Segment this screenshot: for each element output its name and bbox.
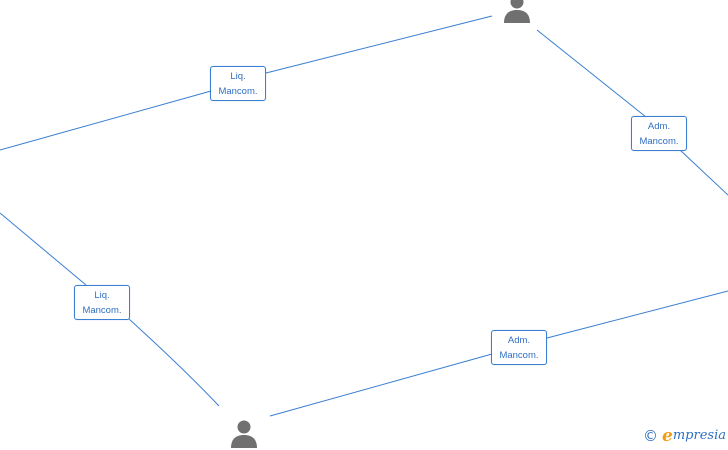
empresia-watermark: © e mpresia bbox=[643, 426, 726, 446]
edge-line-2b bbox=[679, 149, 728, 196]
edge-line-1b bbox=[265, 15, 493, 74]
person-node-bottom[interactable] bbox=[229, 418, 259, 448]
edge-label-line1: Adm. bbox=[647, 121, 671, 132]
person-icon bbox=[504, 0, 530, 23]
edge-label-line1: Adm. bbox=[507, 335, 531, 346]
copyright-symbol: © bbox=[643, 427, 659, 445]
edge-label-line2: Mancom. bbox=[82, 305, 122, 316]
edge-label-line1: Liq. bbox=[230, 71, 246, 82]
edge-line-4 bbox=[269, 353, 493, 417]
edge-line-3 bbox=[0, 212, 87, 286]
edge-label-liq-mancom-left[interactable]: Liq. Mancom. bbox=[74, 285, 130, 320]
brand-initial: e bbox=[662, 426, 673, 446]
brand-logo: e mpresia bbox=[662, 426, 726, 446]
brand-rest: mpresia bbox=[672, 428, 726, 443]
edge-label-adm-mancom-right[interactable]: Adm. Mancom. bbox=[631, 116, 687, 151]
edge-line-4b bbox=[546, 290, 728, 339]
person-node-top[interactable] bbox=[502, 0, 532, 23]
person-icon bbox=[231, 420, 257, 448]
edge-label-line2: Mancom. bbox=[218, 86, 258, 97]
edge-line-2 bbox=[536, 29, 647, 118]
edge-label-line2: Mancom. bbox=[499, 350, 539, 361]
edge-label-liq-mancom-top[interactable]: Liq. Mancom. bbox=[210, 66, 266, 101]
edge-label-adm-mancom-bottom[interactable]: Adm. Mancom. bbox=[491, 330, 547, 365]
edge-line-1 bbox=[0, 90, 212, 151]
edge-label-line2: Mancom. bbox=[639, 136, 679, 147]
edge-label-line1: Liq. bbox=[94, 290, 110, 301]
edge-line-3b bbox=[128, 318, 220, 407]
